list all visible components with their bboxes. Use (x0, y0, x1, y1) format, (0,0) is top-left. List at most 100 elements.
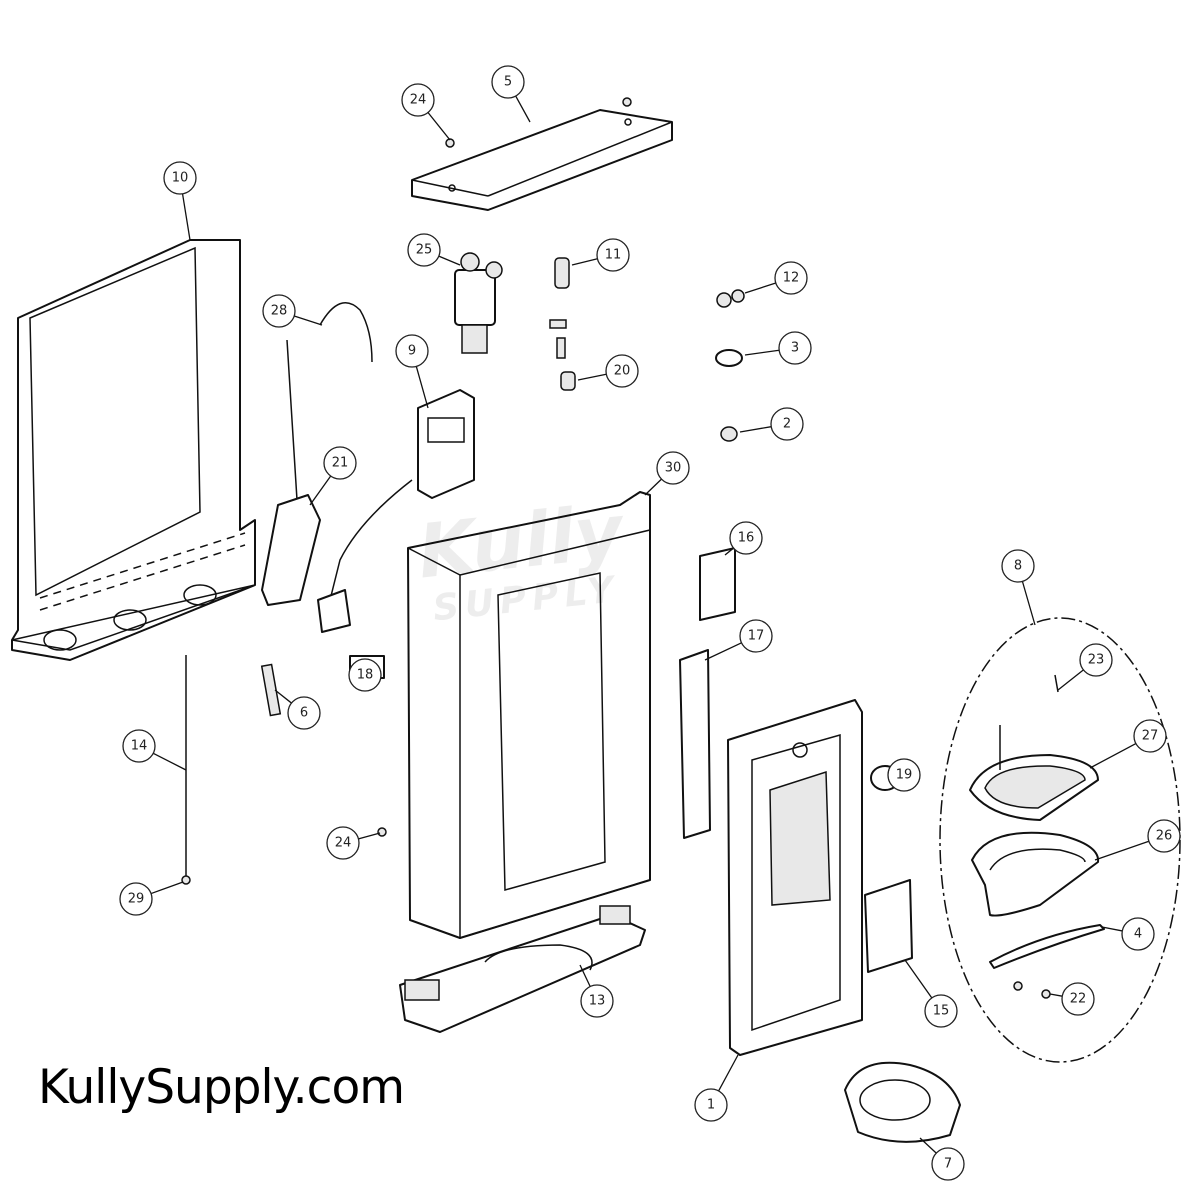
callout-circle (287, 696, 321, 730)
callout-28: 28 (262, 294, 323, 328)
callout-14: 14 (122, 729, 187, 771)
leader-line (415, 366, 429, 409)
leader-line (1094, 840, 1150, 861)
part-pin (260, 663, 282, 717)
callout-number: 14 (131, 739, 148, 754)
leader-line (274, 689, 292, 704)
callout-3: 3 (744, 331, 812, 365)
part-sensor (317, 389, 475, 633)
callout-21: 21 (309, 446, 357, 506)
callout-circle (1001, 549, 1035, 583)
part-screw (1041, 989, 1051, 999)
part-base (399, 905, 646, 1033)
callout-circle (262, 294, 296, 328)
callout-number: 13 (589, 994, 606, 1009)
leader-line (744, 282, 776, 294)
callout-2: 2 (739, 407, 804, 441)
callout-number: 24 (410, 93, 427, 108)
callout-number: 19 (896, 768, 913, 783)
leader-line (571, 258, 598, 266)
part-top-plate (411, 109, 673, 211)
callout-circle (774, 261, 808, 295)
callout-13: 13 (579, 964, 614, 1018)
leader-line (724, 547, 734, 556)
callout-circle (887, 758, 921, 792)
callout-number: 4 (1134, 927, 1142, 942)
callout-number: 7 (944, 1157, 952, 1172)
callout-circle (656, 451, 690, 485)
callout-circle (931, 1147, 965, 1181)
callout-number: 2 (783, 417, 791, 432)
callout-circle (1147, 819, 1181, 853)
leader-line (152, 752, 187, 771)
callout-number: 28 (271, 304, 288, 319)
leader-line (718, 1054, 739, 1092)
leader-line (294, 315, 323, 326)
leader-line (309, 475, 332, 506)
leader-line (358, 832, 381, 840)
callout-number: 6 (300, 706, 308, 721)
callout-11: 11 (571, 238, 630, 272)
part-tray (971, 831, 1100, 917)
leader-line (1089, 742, 1137, 769)
leader-line (1101, 926, 1123, 932)
part-grate (969, 674, 1099, 821)
callout-number: 26 (1156, 829, 1173, 844)
callout-circle (491, 65, 525, 99)
leader-line (644, 478, 662, 496)
callout-24: 24 (326, 826, 381, 860)
leader-line (515, 95, 531, 123)
callout-number: 5 (504, 75, 512, 90)
callout-circle (1133, 719, 1167, 753)
part-tube (319, 301, 373, 363)
brand-text: KullySupply.com (38, 1060, 405, 1115)
callout-25: 25 (407, 233, 461, 267)
callout-22: 22 (1049, 982, 1095, 1016)
callout-number: 29 (128, 892, 145, 907)
leader-line (181, 193, 191, 241)
callout-9: 9 (395, 334, 429, 409)
callout-circle (596, 238, 630, 272)
leader-line (704, 642, 742, 661)
callout-number: 22 (1070, 992, 1087, 1007)
part-screw (377, 827, 387, 837)
leader-line (438, 255, 461, 266)
callout-number: 1 (707, 1098, 715, 1113)
part-bezel (727, 699, 863, 1056)
callout-circle (739, 619, 773, 653)
part-screw (445, 138, 455, 148)
callout-17: 17 (704, 619, 773, 661)
part-battery (261, 339, 321, 606)
part-small-fittings (715, 289, 745, 442)
callout-5: 5 (491, 65, 531, 123)
callout-circle (1061, 982, 1095, 1016)
callout-circle (605, 354, 639, 388)
callout-6: 6 (274, 689, 321, 730)
leader-line (744, 349, 780, 356)
callout-number: 18 (357, 668, 374, 683)
callout-circle (778, 331, 812, 365)
leader-line (427, 112, 451, 141)
leader-line (577, 373, 607, 381)
callout-circle (122, 729, 156, 763)
part-screw (622, 97, 632, 107)
part-screw (181, 875, 191, 885)
callout-1: 1 (694, 1054, 739, 1122)
callout-circle (694, 1088, 728, 1122)
callout-circle (1121, 917, 1155, 951)
callout-number: 9 (408, 344, 416, 359)
callout-7: 7 (919, 1137, 965, 1181)
leader-line (150, 881, 184, 895)
leader-line (1049, 993, 1063, 997)
callout-circle (323, 446, 357, 480)
callout-circle (395, 334, 429, 368)
callout-27: 27 (1089, 719, 1167, 769)
leader-line (739, 426, 772, 433)
leader-line (579, 964, 591, 987)
part-frame (11, 239, 256, 661)
callout-number: 12 (783, 271, 800, 286)
callout-30: 30 (644, 451, 690, 496)
